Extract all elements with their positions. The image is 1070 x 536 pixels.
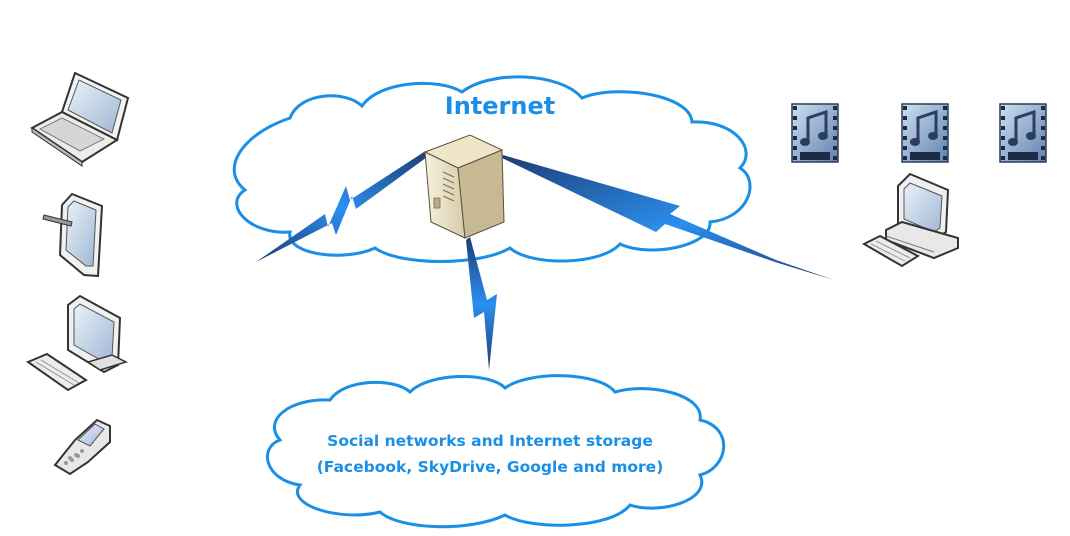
desktop-monitor-icon: [25, 294, 129, 392]
social-label-line1: Social networks and Internet storage: [327, 432, 653, 450]
down-lightning-link: [466, 237, 497, 370]
social-cloud: [265, 374, 726, 529]
media-file-icon: [791, 103, 839, 163]
server-icon: [423, 134, 505, 239]
mobile-phone-icon: [53, 418, 111, 476]
media-file-icon: [999, 103, 1047, 163]
laptop-icon: [30, 71, 130, 167]
media-file-icon: [901, 103, 949, 163]
tablet-icon: [42, 192, 104, 278]
left-lightning-link: [256, 152, 427, 262]
internet-label: Internet: [444, 92, 556, 120]
social-label-line2: (Facebook, SkyDrive, Google and more): [316, 458, 664, 476]
desktop-computer-icon: [861, 172, 959, 268]
social-networks-label: Social networks and Internet storage (Fa…: [290, 428, 690, 480]
right-lightning-link: [502, 155, 834, 280]
